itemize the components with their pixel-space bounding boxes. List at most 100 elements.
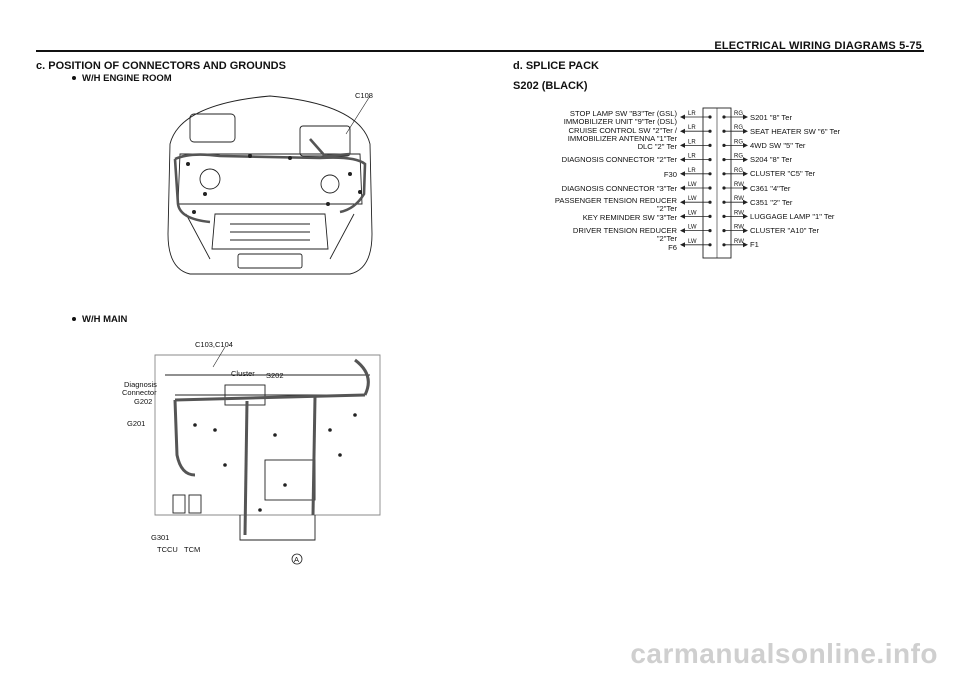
left-splice-dot [708,214,712,218]
label-s202: S202 [266,371,284,380]
left-label-14: F6 [668,243,677,252]
right-arrow [743,157,748,163]
header-rule [36,50,924,52]
right-arrow [743,199,748,205]
left-splice-dot [708,229,712,233]
bullet-wh-main-label: W/H MAIN [82,314,128,325]
right-splice-dot [722,115,726,119]
right-arrow [743,185,748,191]
wire-row: LW RW [680,225,748,234]
right-arrow [743,128,748,134]
right-splice-dot [722,158,726,162]
right-wire-code: RG [734,125,743,131]
left-splice-dot [708,129,712,133]
left-wire-code: LW [688,239,697,245]
bullet-dot [72,76,76,81]
right-label-1: S201 "8" Ter [750,113,792,122]
bullet-dot [72,317,76,322]
left-wire-code: LW [688,182,697,188]
left-arrow [680,171,685,177]
splice-pack-subtitle: S202 (BLACK) [513,80,588,92]
left-label-8: DIAGNOSIS CONNECTOR "3"Ter [562,184,678,193]
left-splice-dot [708,158,712,162]
right-splice-dot [722,186,726,190]
right-wire-code: RG [734,154,743,160]
section-title-splice-pack: d. SPLICE PACK [513,60,599,72]
left-label-12: DRIVER TENSION REDUCER [573,226,678,235]
left-arrow [680,157,685,163]
left-label-1: STOP LAMP SW "B3"Ter (GSL) [570,109,678,118]
left-splice-dot [708,143,712,147]
right-wire-code: RW [734,182,744,188]
engine-room-figure: C108 [167,91,373,275]
label-c108: C108 [355,91,373,100]
wire-row: LW RW [680,182,748,191]
label-g202: G202 [134,397,152,406]
wh-main-figure: A C103,C104 Cluster S202 Diagnosis Conne… [122,340,381,565]
right-splice-dot [722,243,726,247]
right-wire-code: RG [734,111,743,117]
section-title-connectors: c. POSITION OF CONNECTORS AND GROUNDS [36,60,286,72]
right-label-10: F1 [750,240,759,249]
splice-pack-diagram: STOP LAMP SW "B3"Ter (GSL) IMMOBILIZER U… [555,107,841,259]
left-arrow [680,142,685,148]
label-g301: G301 [151,533,169,542]
left-label-6: DIAGNOSIS CONNECTOR "2"Ter [562,155,678,164]
left-wire-code: LR [688,125,696,131]
right-wire-code: RW [734,196,744,202]
label-diagnosis-1: Diagnosis [124,380,157,389]
watermark: carmanualsonline.info [630,638,938,669]
left-wire-code: LW [688,210,697,216]
right-label-5: CLUSTER "C5" Ter [750,169,816,178]
wire-row: LW RW [680,196,748,205]
left-wire-code: LR [688,154,696,160]
left-label-2: IMMOBILIZER UNIT "9"Ter (DSL) [564,117,678,126]
left-splice-dot [708,172,712,176]
left-label-11: KEY REMINDER SW "3"Ter [583,213,678,222]
left-arrow [680,213,685,219]
right-label-8: LUGGAGE LAMP "1" Ter [750,212,835,221]
label-a: A [294,555,299,564]
left-arrow [680,128,685,134]
left-label-4: IMMOBILIZER ANTENNA "1"Ter [568,134,678,143]
right-label-4: S204 "8" Ter [750,155,792,164]
right-splice-dot [722,129,726,133]
right-label-7: C351 "2" Ter [750,198,793,207]
right-arrow [743,171,748,177]
bullet-engine-room-label: W/H ENGINE ROOM [82,73,172,84]
left-wire-code: LW [688,196,697,202]
left-wire-code: LW [688,225,697,231]
left-label-3: CRUISE CONTROL SW "2"Ter / [569,126,678,135]
right-splice-dot [722,172,726,176]
right-label-9: CLUSTER "A10" Ter [750,226,819,235]
left-label-13: "2"Ter [657,234,678,243]
right-splice-dot [722,143,726,147]
wire-row: LR RG [680,168,748,177]
left-label-9: PASSENGER TENSION REDUCER [555,196,678,205]
label-tccu: TCCU [157,545,178,554]
left-arrow [680,228,685,234]
left-splice-dot [708,243,712,247]
right-wire-code: RG [734,168,743,174]
splice-left-labels: STOP LAMP SW "B3"Ter (GSL) IMMOBILIZER U… [555,109,678,252]
wire-row: LR RG [680,125,748,134]
left-arrow [680,114,685,120]
right-splice-dot [722,200,726,204]
left-arrow [680,199,685,205]
splice-right-labels: S201 "8" Ter SEAT HEATER SW "6" Ter 4WD … [750,113,841,249]
bullet-engine-room: W/H ENGINE ROOM [72,73,172,84]
label-c103: C103,C104 [195,340,233,349]
label-g201: G201 [127,419,145,428]
left-wire-code: LR [688,168,696,174]
wire-row: LW RW [680,210,748,219]
right-wire-code: RG [734,139,743,145]
left-splice-dot [708,115,712,119]
left-splice-dot [708,186,712,190]
right-wire-code: RW [734,210,744,216]
page-header: ELECTRICAL WIRING DIAGRAMS 5-75 [36,36,924,56]
right-wire-code: RW [734,225,744,231]
left-arrow [680,242,685,248]
